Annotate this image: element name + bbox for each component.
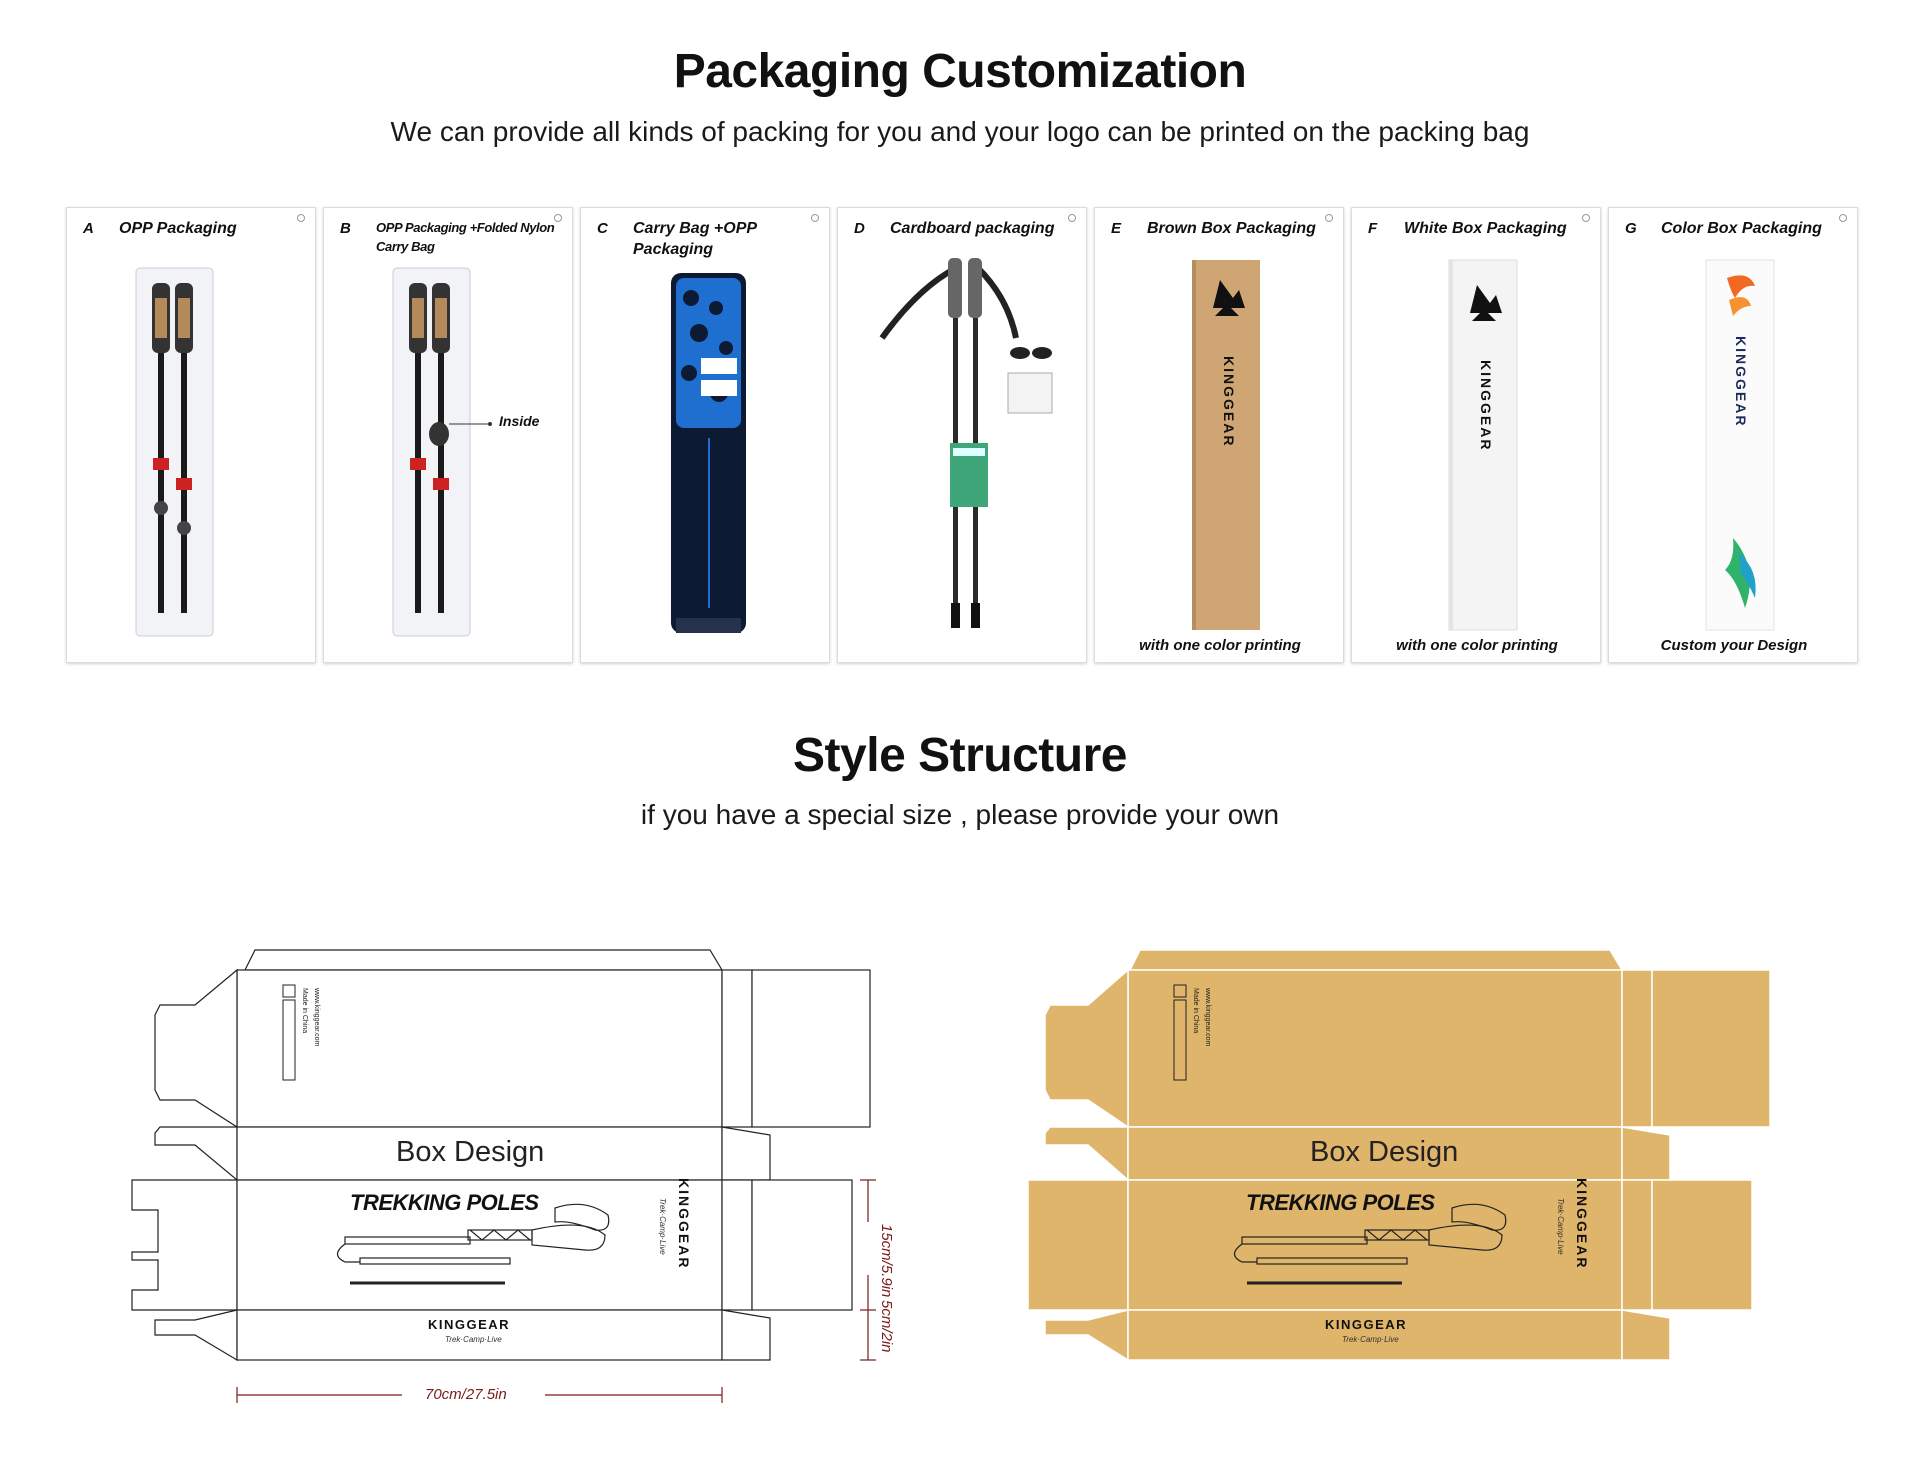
card-label: Brown Box Packaging xyxy=(1147,220,1316,237)
white-box-illustration xyxy=(1448,259,1518,631)
card-letter: G xyxy=(1625,220,1637,237)
opp-nylon-illustration xyxy=(392,267,492,637)
box-design-label: Box Design xyxy=(396,1136,545,1168)
box-brand-text: KINGGEAR xyxy=(1733,336,1749,428)
card-letter: A xyxy=(83,220,94,237)
brand-vertical: KINGGEAR xyxy=(676,1178,692,1270)
corner-dot-icon xyxy=(554,214,562,222)
corner-dot-icon xyxy=(1582,214,1590,222)
card-label: Carry Bag +OPP Packaging xyxy=(633,220,757,258)
card-letter: F xyxy=(1368,220,1378,237)
brand-vertical: KINGGEAR xyxy=(1574,1178,1590,1270)
card-brown-box: E Brown Box Packaging KINGGEAR with one … xyxy=(1094,207,1344,663)
section-subtitle: if you have a special size , please prov… xyxy=(640,799,1280,830)
box-brand-text: KINGGEAR xyxy=(1221,356,1237,448)
made-in-text: Made in China xyxy=(1192,988,1199,1034)
product-title: TREKKING POLES xyxy=(350,1190,539,1215)
card-letter: C xyxy=(597,220,608,237)
made-in-text: Made in China xyxy=(301,988,308,1034)
color-box-illustration xyxy=(1705,259,1775,631)
dieline-outline-drawing xyxy=(131,949,876,1403)
card-carry-bag: C Carry Bag +OPP Packaging xyxy=(580,207,830,663)
card-letter: B xyxy=(340,220,351,237)
card-label: Cardboard packaging xyxy=(890,220,1055,237)
dieline-kraft-drawing xyxy=(1027,949,1771,1362)
card-caption: Custom your Design xyxy=(1660,637,1808,654)
corner-dot-icon xyxy=(1839,214,1847,222)
dieline-kraft: www.kinggear.com Made in China Box Desig… xyxy=(900,940,1920,1420)
box-brand-text: KINGGEAR xyxy=(1478,360,1494,452)
brand-horizontal: KINGGEAR xyxy=(1325,1317,1408,1332)
card-label: White Box Packaging xyxy=(1404,220,1567,237)
card-opp-nylon-bag: B OPP Packaging +Folded Nylon Carry Bag … xyxy=(323,207,573,663)
cardboard-illustration xyxy=(879,258,1053,628)
tagline-horizontal: Trek·Camp·Live xyxy=(445,1335,502,1344)
card-caption: with one color printing xyxy=(1139,637,1301,654)
card-opp-packaging: A OPP Packaging xyxy=(66,207,316,663)
dieline-outline: www.kinggear.com Made in China Box Desig… xyxy=(0,940,960,1420)
corner-dot-icon xyxy=(297,214,305,222)
dimension-depth: 5cm/2in xyxy=(878,1300,895,1353)
corner-dot-icon xyxy=(1068,214,1076,222)
card-label: Color Box Packaging xyxy=(1661,220,1822,237)
inside-note: Inside xyxy=(499,413,540,429)
card-caption: with one color printing xyxy=(1396,637,1558,654)
card-color-box: G Color Box Packaging KINGGEAR Custom yo… xyxy=(1608,207,1858,663)
opp-bag-illustration xyxy=(135,267,214,637)
card-label: OPP Packaging +Folded Nylon Carry Bag xyxy=(376,220,555,254)
page-subtitle: We can provide all kinds of packing for … xyxy=(390,116,1530,147)
card-label: OPP Packaging xyxy=(119,220,237,237)
brown-box-illustration xyxy=(1192,260,1260,630)
tagline-vertical: Trek·Camp·Live xyxy=(1556,1198,1565,1255)
corner-dot-icon xyxy=(1325,214,1333,222)
product-title: TREKKING POLES xyxy=(1246,1190,1435,1215)
box-design-label: Box Design xyxy=(1310,1136,1459,1168)
card-white-box: F White Box Packaging KINGGEAR with one … xyxy=(1351,207,1601,663)
tagline-horizontal: Trek·Camp·Live xyxy=(1342,1335,1399,1344)
card-letter: D xyxy=(854,220,865,237)
dimension-length: 70cm/27.5in xyxy=(425,1386,507,1403)
section-title: Style Structure xyxy=(793,729,1127,782)
corner-dot-icon xyxy=(811,214,819,222)
brand-horizontal: KINGGEAR xyxy=(428,1317,511,1332)
packaging-cards: A OPP Packaging B OPP Packaging +Folded … xyxy=(66,207,1862,665)
dimension-height: 15cm/5.9in xyxy=(878,1224,895,1298)
website-text: www.kinggear.com xyxy=(313,988,320,1047)
card-cardboard-packaging: D Cardboard packaging xyxy=(837,207,1087,663)
page-title: Packaging Customization xyxy=(673,45,1247,98)
card-letter: E xyxy=(1111,220,1122,237)
tagline-vertical: Trek·Camp·Live xyxy=(658,1198,667,1255)
website-text: www.kinggear.com xyxy=(1204,988,1211,1047)
carry-bag-illustration xyxy=(671,273,746,633)
